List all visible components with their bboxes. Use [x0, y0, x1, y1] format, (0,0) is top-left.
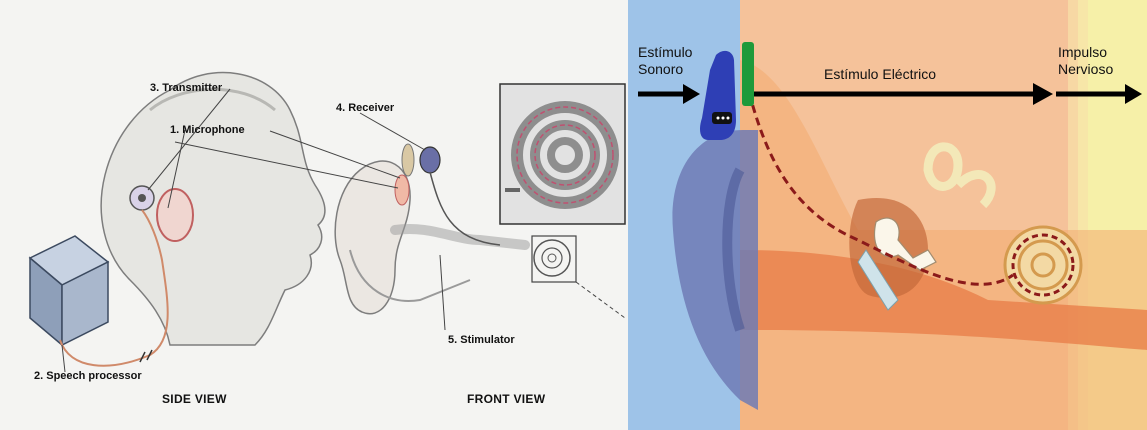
- cochlea: [1005, 227, 1081, 303]
- speech-processor-label: 2. Speech processor: [34, 370, 142, 382]
- sound-stimulus-line1: Estímulo: [638, 44, 692, 61]
- sound-stimulus-label: Estímulo Sonoro: [638, 44, 692, 78]
- sound-stimulus-line2: Sonoro: [638, 61, 692, 78]
- implant-illustration-panel: 3. Transmitter 1. Microphone 4. Receiver…: [0, 0, 628, 430]
- nerve-impulse-label: Impulso Nervioso: [1058, 44, 1113, 78]
- microphone-label: 1. Microphone: [170, 124, 245, 136]
- cochlea-inset: [500, 84, 625, 224]
- stimulator-label: 5. Stimulator: [448, 334, 515, 346]
- transmitter-coil-green: [742, 42, 754, 106]
- front-view-label: FRONT VIEW: [467, 392, 545, 406]
- transmitter-label: 3. Transmitter: [150, 82, 222, 94]
- side-view-label: SIDE VIEW: [162, 392, 227, 406]
- head-silhouette: [101, 73, 325, 345]
- implant-illustration: [0, 0, 628, 430]
- nerve-impulse-line1: Impulso: [1058, 44, 1113, 61]
- stimulus-diagram-panel: Estímulo Sonoro Estímulo Eléctrico Impul…: [628, 0, 1147, 430]
- side-ear: [157, 189, 193, 241]
- speech-processor-device: [30, 236, 108, 345]
- receiver-device: [402, 144, 440, 176]
- nerve-impulse-line2: Nervioso: [1058, 61, 1113, 78]
- receiver-label: 4. Receiver: [336, 102, 394, 114]
- electric-stimulus-label: Estímulo Eléctrico: [824, 66, 936, 83]
